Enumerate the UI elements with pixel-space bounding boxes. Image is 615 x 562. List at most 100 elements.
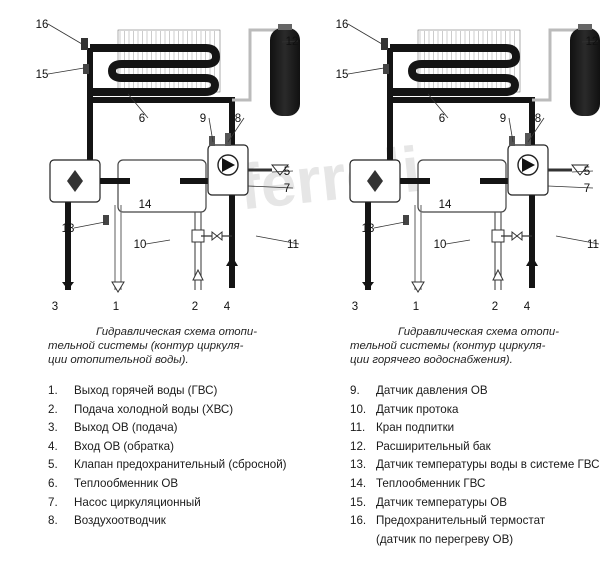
right-label-11: 11: [587, 239, 599, 251]
right-label-9: 9: [500, 113, 506, 125]
legend-left: 1. Выход горячей воды (ГВС) 2. Подача холод…: [48, 384, 348, 533]
left-legend-item: 8.Воздухоотводчик: [48, 514, 348, 533]
legend-number: 14.: [350, 476, 367, 490]
legend-text: Теплообменник ГВС: [376, 476, 486, 490]
right-label-14: 14: [439, 199, 452, 211]
left-caption: Гидравлическая схема отопи- тельной сист…: [48, 325, 318, 367]
legend-text: Датчик давления ОВ: [376, 384, 488, 397]
legend-text: Теплообменник ОВ: [74, 476, 179, 490]
legend-text: Воздухоотводчик: [74, 514, 166, 528]
right-safety-thermostat: [381, 38, 388, 50]
right-label-12: 12: [586, 36, 599, 48]
left-label-10: 10: [134, 239, 147, 251]
legend-number: 6.: [48, 476, 58, 490]
right-label-16: 16: [336, 19, 349, 31]
left-legend-item: 4. Вход ОВ (обратка): [48, 440, 348, 459]
left-expansion-line: [232, 28, 280, 102]
right-label-13: 13: [362, 223, 375, 235]
right-legend-item: 9.Датчик давления ОВ: [350, 384, 615, 403]
right-legend-continuation: (датчик по перегреву ОВ): [376, 532, 514, 546]
left-safety-thermostat: [81, 38, 88, 50]
left-label-14: 14: [139, 199, 152, 211]
right-safety-valve: [570, 164, 590, 176]
left-heat-exchanger-ov: [90, 29, 221, 96]
right-legend-item: 15. Датчик температуры ОВ: [350, 496, 615, 515]
left-inlet-arrow-4: [226, 256, 238, 266]
left-label-1: 1: [113, 301, 119, 313]
left-three-way-valve: [49, 159, 101, 203]
right-dhw-temp-sensor: [403, 215, 409, 225]
right-label-1: 1: [413, 301, 419, 313]
left-label-2: 2: [192, 301, 198, 313]
legend-number: 11.: [350, 421, 366, 435]
left-legend-item: 3.Выход ОВ (подача): [48, 421, 348, 440]
legend-text: Датчик температуры ОВ: [376, 495, 507, 509]
legend-number: 12.: [350, 439, 367, 453]
right-return-upper: [387, 92, 535, 145]
left-safety-valve: [270, 164, 290, 176]
legend-text: Кран подпитки: [376, 421, 455, 435]
right-three-way-valve: [349, 159, 401, 203]
legend-number: 5.: [48, 458, 58, 472]
right-caption-line-2: тельной системы (контур циркуля-: [350, 340, 546, 352]
right-ov-temp-sensor: [383, 64, 389, 74]
left-expansion-tank: [270, 28, 300, 116]
left-heat-exchanger-dhw: [117, 159, 207, 213]
right-expansion-tank: [570, 28, 600, 116]
right-legend-item: 10.Датчик протока: [350, 403, 615, 422]
left-label-13: 13: [62, 223, 75, 235]
left-outlet-arrow-3: [62, 282, 74, 290]
legend-text: Вход ОВ (обратка): [74, 439, 174, 453]
left-pump-assembly: [207, 133, 249, 196]
right-label-5: 5: [584, 166, 590, 178]
legend-number: 2.: [48, 402, 58, 416]
right-refill-tap: [511, 230, 523, 242]
legend-number: 4.: [48, 439, 58, 453]
left-label-6: 6: [139, 113, 145, 125]
legend-text: Расширительный бак: [376, 439, 491, 453]
right-heat-exchanger-ov: [390, 29, 521, 96]
left-legend-item: 7.Насос циркуляционный: [48, 496, 348, 515]
legend-text: Выход ОВ (подача): [74, 421, 178, 435]
legend-number: 16.: [350, 514, 367, 528]
left-caption-line-3: ции отопительной воды).: [48, 354, 189, 366]
legend-number: 1.: [48, 384, 58, 397]
right-pressure-sensor: [509, 136, 515, 146]
legend-number: 15.: [350, 495, 367, 509]
legend-text: Клапан предохранительный (сбросной): [74, 458, 287, 472]
right-caption: Гидравлическая схема отопи- тельной сист…: [350, 325, 615, 367]
legend-text: Датчик протока: [376, 402, 459, 416]
legend-text: Подача холодной воды (ХВС): [74, 402, 234, 416]
right-label-8: 8: [535, 113, 541, 125]
left-inlet-arrow-2: [192, 268, 204, 281]
legend-number: 13.: [350, 458, 367, 472]
right-label-4: 4: [524, 301, 531, 313]
left-air-vent: [225, 133, 231, 146]
right-legend-item: 14. Теплообменник ГВС: [350, 477, 615, 496]
left-outlet-arrow-1: [111, 281, 125, 293]
legend-text: Предохранительный термостат: [376, 514, 546, 528]
right-label-7: 7: [584, 183, 590, 195]
right-expansion-line: [532, 28, 580, 102]
left-dhw-temp-sensor: [103, 215, 109, 225]
left-legend-item: 1. Выход горячей воды (ГВС): [48, 384, 348, 403]
left-return-upper: [87, 92, 235, 145]
legend-text: Выход горячей воды (ГВС): [74, 384, 218, 397]
right-label-6: 6: [439, 113, 445, 125]
right-label-3: 3: [352, 301, 358, 313]
right-heat-exchanger-dhw: [417, 159, 507, 213]
right-inlet-arrow-4: [526, 256, 538, 266]
left-label-4: 4: [224, 301, 231, 313]
right-legend-item: 12. Расширительный бак: [350, 440, 615, 459]
right-outlet-arrow-3: [362, 282, 374, 290]
right-legend-item: 16. Предохранительный термостат: [350, 514, 615, 533]
right-caption-line-1: Гидравлическая схема отопи-: [398, 326, 560, 338]
left-legend-item: 5. Клапан предохранительный (сбросной): [48, 458, 348, 477]
left-label-5: 5: [284, 166, 290, 178]
left-label-12: 12: [286, 36, 299, 48]
right-label-2: 2: [492, 301, 498, 313]
right-outlet-arrow-1: [411, 281, 425, 293]
